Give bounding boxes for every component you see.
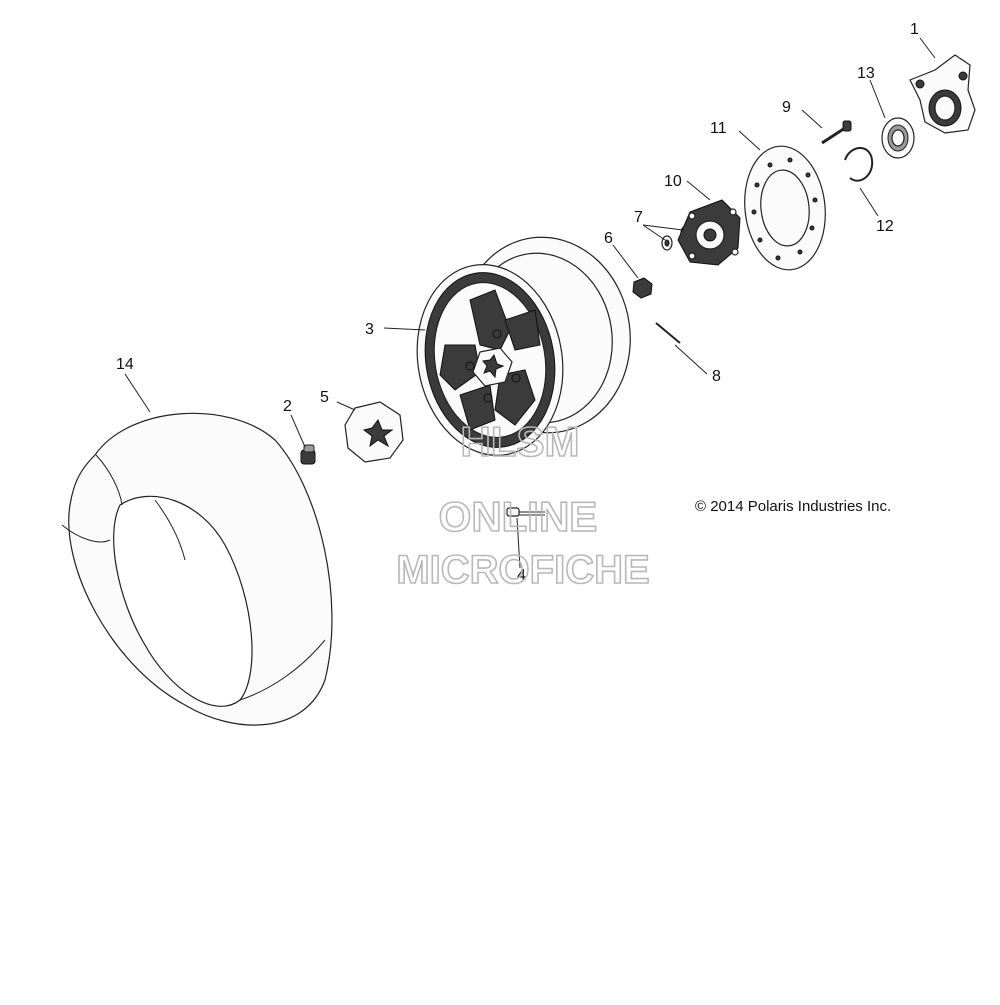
- snap-ring-part-12: [844, 147, 874, 182]
- castle-nut-part-6: [632, 277, 653, 299]
- knuckle-part-1: [909, 54, 976, 134]
- copyright-notice: © 2014 Polaris Industries Inc.: [695, 498, 892, 515]
- callout-14: 14: [116, 356, 134, 373]
- callout-2: 2: [283, 398, 292, 415]
- callout-6: 6: [604, 230, 613, 247]
- wheel-part-3: [416, 236, 631, 456]
- callout-labels: 1 2 3 4 5 6 7 8 9 10 11 12 13 14: [116, 21, 919, 584]
- callout-5: 5: [320, 389, 329, 406]
- callout-13: 13: [857, 65, 875, 82]
- tire-part-14: [61, 412, 333, 726]
- valve-stem-part-2: [300, 444, 316, 465]
- callout-10: 10: [664, 173, 682, 190]
- cotter-pin-part-8: [655, 322, 681, 344]
- callout-1: 1: [910, 21, 919, 38]
- callout-11: 11: [710, 120, 727, 137]
- lug-bolt-part-4: [506, 507, 545, 517]
- callout-12: 12: [876, 218, 894, 235]
- watermark: HLSM ONLINE MICROFICHE: [396, 417, 651, 593]
- callout-8: 8: [712, 368, 721, 385]
- watermark-line-1: HLSM: [461, 418, 580, 465]
- callout-7: 7: [634, 209, 643, 226]
- bearing-part-13: [881, 117, 915, 159]
- callout-9: 9: [782, 99, 791, 116]
- center-cap-part-5: [344, 401, 404, 463]
- leader-lines: [124, 37, 936, 569]
- callout-4: 4: [517, 567, 526, 584]
- hub-part-10: [677, 199, 741, 266]
- brake-disc-part-11: [744, 145, 826, 271]
- bolt-part-9: [821, 120, 852, 145]
- callout-3: 3: [365, 321, 374, 338]
- watermark-line-2: ONLINE: [439, 493, 598, 540]
- watermark-line-3: MICROFICHE: [396, 548, 649, 592]
